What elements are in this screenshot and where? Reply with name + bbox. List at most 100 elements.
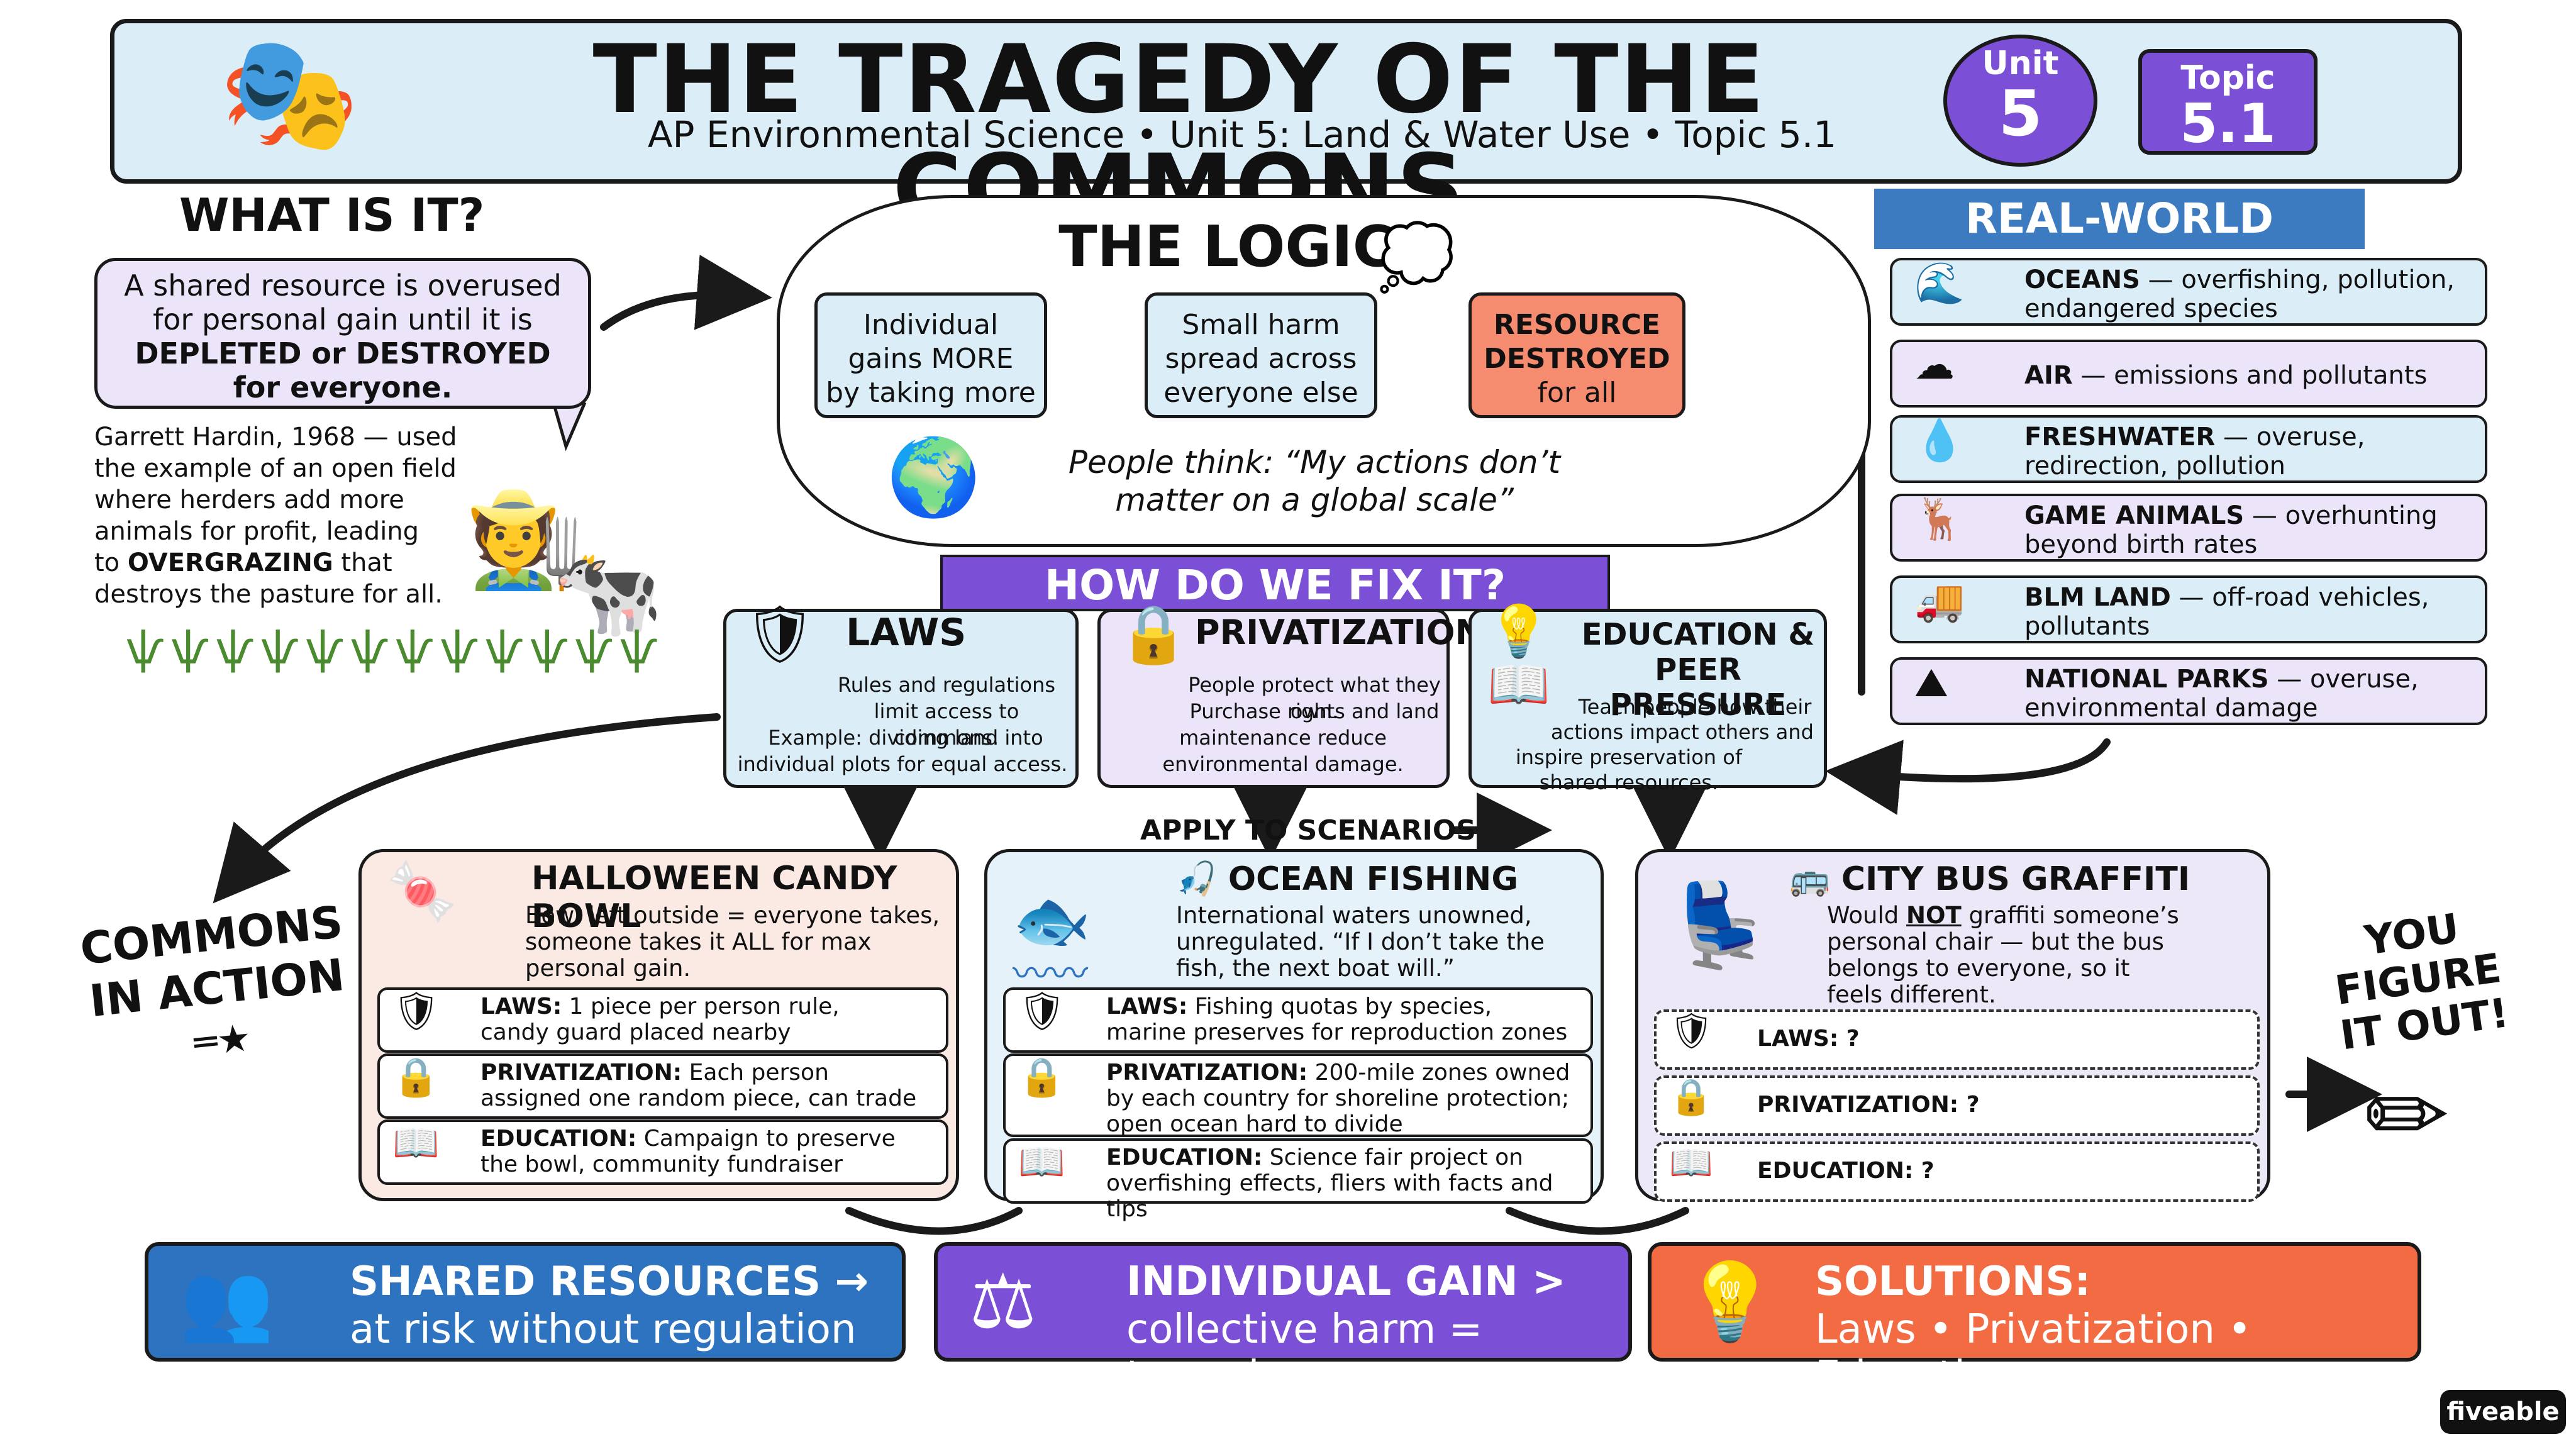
description-line: Would NOT graffiti someone’s xyxy=(1827,902,2179,929)
description-line: feels different. xyxy=(1827,981,1996,1008)
bus-education-row: 📖 EDUCATION: ? xyxy=(1654,1141,2260,1202)
logic-step-resource-destroyed: RESOURCE DESTROYED for all xyxy=(1468,292,1685,418)
item-detail: redirection, pollution xyxy=(2024,452,2285,480)
brand-logo: fiveable xyxy=(2440,1390,2566,1434)
wave-icon: 🌊 xyxy=(1914,260,1965,307)
definition-line: DEPLETED or DESTROYED xyxy=(135,336,551,370)
apply-to-scenarios-label: APPLY TO SCENARIOS xyxy=(1140,814,1476,847)
fix-privatization-title: PRIVATIZATION xyxy=(1195,613,1484,652)
row-label: EDUCATION: xyxy=(480,1126,637,1152)
logic-step-small-harm: Small harm spread across everyone else xyxy=(1145,292,1377,418)
fix-education-title-line: PEER PRESSURE xyxy=(1609,652,1787,723)
description-line: belongs to everyone, so it xyxy=(1827,955,2130,982)
takeaway-line: INDIVIDUAL GAIN > xyxy=(1126,1258,1566,1305)
globe-icon: 🌍 xyxy=(887,434,981,521)
fix-education-title: EDUCATION & PEER PRESSURE xyxy=(1579,617,1818,723)
pencil-icon: ✏ xyxy=(2365,1057,2450,1174)
topic-badge: Topic 5.1 xyxy=(2138,49,2318,155)
scenario-title: 🎣 OCEAN FISHING xyxy=(1176,860,1518,898)
row-text: Science fair project on xyxy=(1269,1145,1523,1170)
book-icon: 📖 xyxy=(1018,1140,1065,1184)
description-line: someone takes it ALL for max xyxy=(525,928,872,955)
logic-step-line: gains MORE xyxy=(848,343,1014,375)
deer-icon: 🦌 xyxy=(1914,496,1965,543)
scenario-title-text: CITY BUS GRAFFITI xyxy=(1841,860,2190,898)
fix-laws-line: Rules and regulations xyxy=(837,673,1056,697)
fix-laws-line: limit access to commons. xyxy=(874,699,1019,750)
hardin-text-suffix: that xyxy=(341,548,392,577)
overgrazing-emphasis: OVERGRAZING xyxy=(127,548,333,577)
row-text: the bowl, community fundraiser xyxy=(480,1152,843,1177)
lightbulb-icon: 💡 xyxy=(1683,1258,1777,1346)
fix-education-line: actions impact others and xyxy=(1551,720,1814,744)
quote-line: matter on a global scale” xyxy=(1115,482,1514,518)
page-subtitle: AP Environmental Science • Unit 5: Land … xyxy=(647,113,1837,156)
definition-line: for personal gain until it is xyxy=(153,303,533,336)
item-name: GAME ANIMALS xyxy=(2024,501,2245,530)
book-icon: 📖 xyxy=(1487,655,1550,714)
people-group-icon: 👥 xyxy=(180,1258,274,1346)
fix-education-title-line: EDUCATION & xyxy=(1581,617,1815,652)
fix-laws-line: individual plots for equal access. xyxy=(737,752,1068,776)
water-drop-icon: 💧 xyxy=(1914,418,1965,464)
definition-line: A shared resource is overused xyxy=(124,269,562,303)
scenario-title-text: OCEAN FISHING xyxy=(1228,860,1519,898)
row-text: Campaign to preserve xyxy=(643,1126,896,1152)
description-line: fish, the next boat will.” xyxy=(1176,955,1455,982)
fix-laws-card: 🛡 LAWS Rules and regulations limit acces… xyxy=(723,601,1079,788)
candy-laws-row: 🛡 LAWS: 1 piece per person rule,candy gu… xyxy=(377,987,948,1053)
takeaway-line: collective harm = tragedy xyxy=(1126,1306,1483,1399)
what-is-it-heading: WHAT IS IT? xyxy=(179,189,485,242)
fix-laws-line: Example: dividing land into xyxy=(768,726,1043,750)
lightbulb-book-icon: 💡 xyxy=(1487,602,1550,660)
row-text: Each person xyxy=(689,1060,829,1085)
takeaway-solutions: 💡 SOLUTIONS: Laws • Privatization • Educ… xyxy=(1648,1242,2421,1399)
quote-line: People think: “My actions don’t xyxy=(1068,444,1561,480)
description-line: unregulated. “If I don’t take the xyxy=(1176,928,1545,955)
takeaway-individual-gain: ⚖ INDIVIDUAL GAIN > collective harm = tr… xyxy=(934,1242,1632,1399)
candy-icon: 🍬 xyxy=(387,858,458,924)
hardin-line: destroys the pasture for all. xyxy=(94,580,443,609)
row-text: EDUCATION: ? xyxy=(1757,1158,1935,1184)
scenario-description: Bowl left outside = everyone takes, some… xyxy=(525,902,940,982)
hardin-text-prefix: to xyxy=(94,548,120,577)
theater-masks-icon: 🎭 xyxy=(218,28,360,160)
item-detail: — overuse, xyxy=(2268,665,2419,694)
row-text: Fishing quotas by species, xyxy=(1194,994,1492,1019)
row-label: LAWS: xyxy=(1106,994,1188,1019)
fix-education-card: 💡 📖 EDUCATION & PEER PRESSURE Teach peop… xyxy=(1468,602,1827,794)
shield-icon: 🛡 xyxy=(744,601,816,667)
hardin-text: Garrett Hardin, 1968 — used the example … xyxy=(94,421,503,610)
item-name: OCEANS xyxy=(2024,265,2140,294)
fix-education-line: shared resources. xyxy=(1539,770,1719,794)
hardin-line: where herders add more xyxy=(94,486,404,514)
row-text: PRIVATIZATION: ? xyxy=(1757,1092,1980,1118)
real-world-item-air: ☁ AIR — emissions and pollutants xyxy=(1890,340,2487,408)
takeaway-line: at risk without regulation xyxy=(350,1306,857,1353)
topic-number: 5.1 xyxy=(2180,92,2276,155)
row-text: marine preserves for reproduction zones xyxy=(1106,1019,1568,1045)
lock-icon: 🔒 xyxy=(1669,1077,1713,1118)
row-text: overfishing effects, fliers with facts a… xyxy=(1106,1170,1553,1222)
item-detail: — overhunting xyxy=(2244,501,2438,530)
row-text: assigned one random piece, can trade xyxy=(480,1085,917,1111)
real-world-commons-banner: REAL-WORLD COMMONS xyxy=(1874,189,2365,303)
fix-privatization-line: Purchase rights and land xyxy=(1189,699,1440,723)
fix-education-line: inspire preservation of xyxy=(1515,745,1743,769)
unit-label: Unit xyxy=(1982,45,2059,82)
scenario-description: Would NOT graffiti someone’s personal ch… xyxy=(1827,902,2179,1008)
not-emphasis: NOT xyxy=(1906,902,1962,929)
book-icon: 📖 xyxy=(392,1121,440,1165)
description-line: personal chair — but the bus xyxy=(1827,928,2164,955)
row-label: PRIVATIZATION: xyxy=(1106,1060,1308,1085)
takeaway-shared-resources: 👥 SHARED RESOURCES → at risk without reg… xyxy=(145,1242,906,1362)
row-text: 200-mile zones owned xyxy=(1314,1060,1570,1085)
takeaway-line: SHARED RESOURCES → xyxy=(350,1258,869,1305)
lock-icon: 🔒 xyxy=(392,1055,440,1099)
shield-icon: 🛡 xyxy=(1669,1011,1714,1052)
row-label: EDUCATION: xyxy=(1106,1145,1263,1170)
